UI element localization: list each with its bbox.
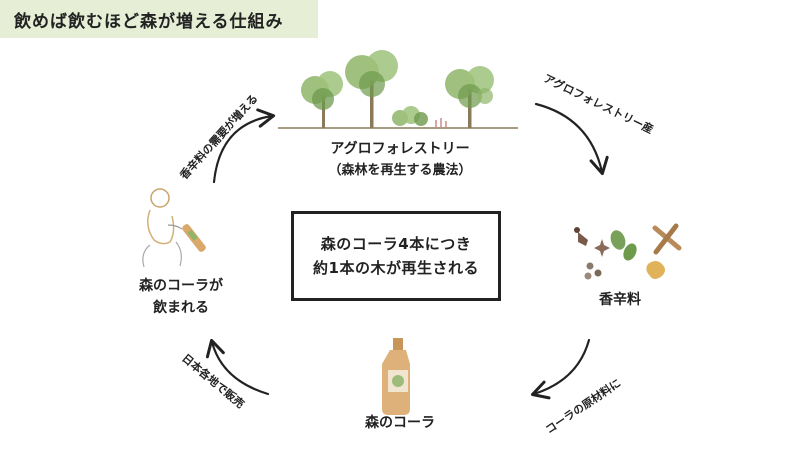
center-message-box: 森のコーラ4本につき 約1本の木が再生される	[291, 211, 501, 301]
arrow-icon	[205, 102, 609, 400]
node-agroforestry: アグロフォレストリー （森林を再生する農法）	[308, 139, 492, 181]
tree-icon	[278, 50, 518, 129]
diagram-title: 飲めば飲むほど森が増える仕組み	[0, 0, 318, 38]
agroforestry-title: アグロフォレストリー	[330, 141, 470, 157]
center-line1: 森のコーラ4本につき	[320, 235, 472, 253]
agroforestry-subtitle: （森林を再生する農法）	[328, 162, 472, 178]
spices-label: 香辛料	[599, 292, 641, 308]
node-cola: 森のコーラ	[350, 413, 450, 435]
node-drinker: 森のコーラが 飲まれる	[126, 276, 236, 319]
bottle-icon	[382, 338, 410, 415]
cola-label: 森のコーラ	[365, 415, 435, 431]
spice-icon	[574, 223, 682, 280]
person-drinking-icon	[142, 188, 206, 268]
diagram-title-text: 飲めば飲むほど森が増える仕組み	[14, 11, 284, 32]
drinker-line1: 森のコーラが	[139, 278, 223, 294]
center-line2: 約1本の木が再生される	[313, 259, 479, 277]
drinker-line2: 飲まれる	[153, 299, 209, 316]
node-spices: 香辛料	[580, 290, 660, 312]
